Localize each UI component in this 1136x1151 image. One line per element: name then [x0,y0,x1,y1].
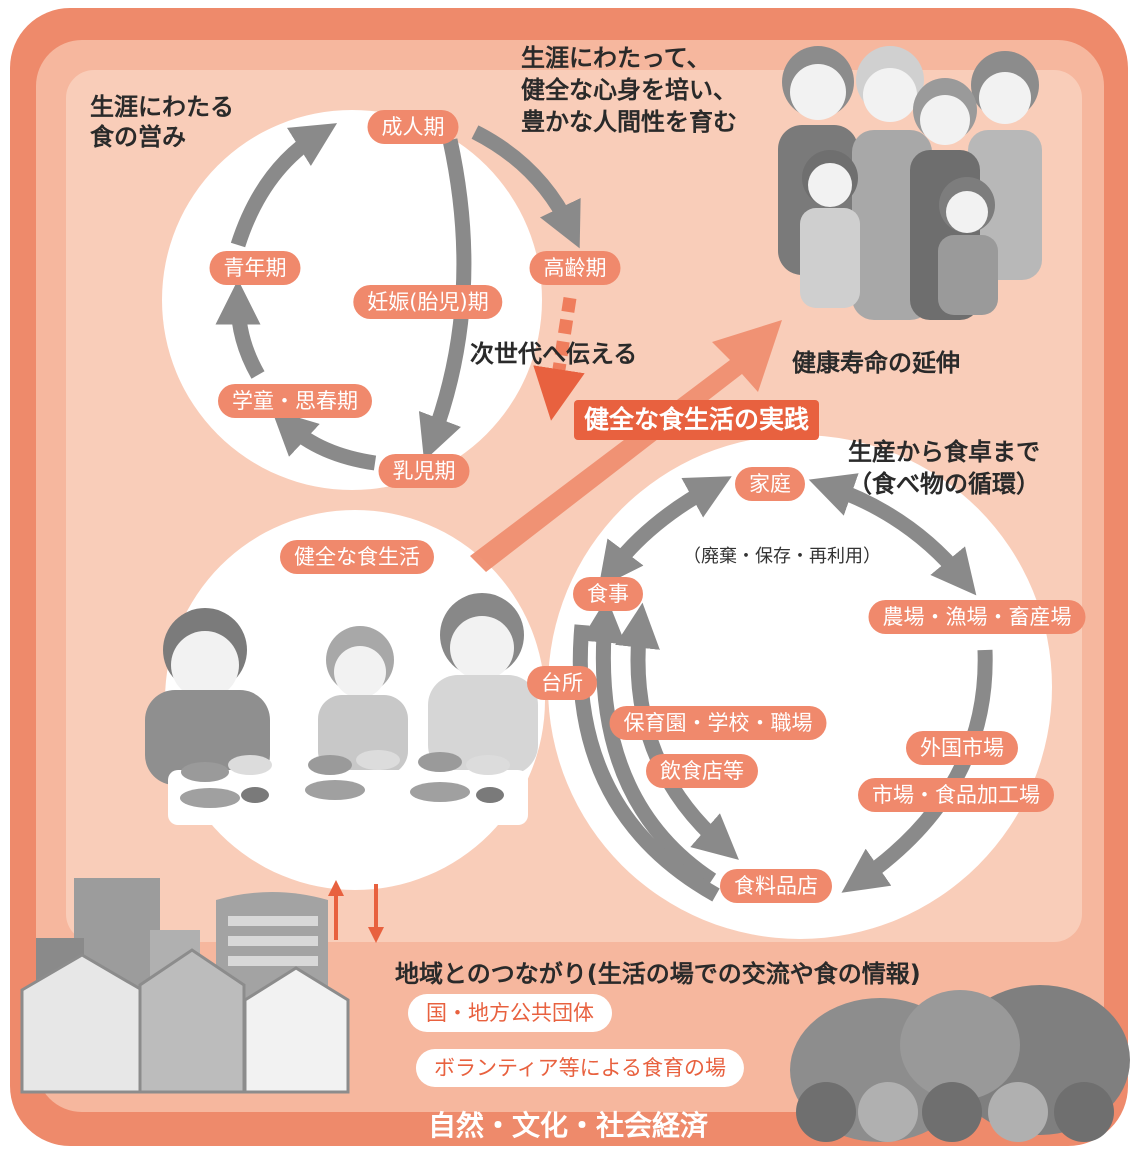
healthy-diet-label: 健全な食生活 [280,540,434,574]
stage-school-age: 学童・思春期 [218,384,372,418]
family-illustration [778,46,1042,320]
goal-text-line: 豊かな人間性を育む [521,108,737,136]
longevity-label: 健康寿命の延伸 [792,349,960,377]
stage-elderly: 高齢期 [529,251,621,285]
goal-text: 生涯にわたって、 健全な心身を培い、 豊かな人間性を育む [521,42,737,138]
community-volunteer: ボランティア等による食育の場 [415,1049,745,1087]
community-government: 国・地方公共団体 [408,994,612,1032]
pass-on-label: 次世代へ伝える [470,340,638,368]
trees-illustration [790,985,1130,1142]
node-grocery: 食料品店 [720,869,832,903]
life-cycle-heading-line: 生涯にわたる [90,93,234,121]
stage-adult: 成人期 [367,110,459,144]
node-home: 家庭 [735,467,805,501]
stage-infant: 乳児期 [378,454,470,488]
life-cycle-heading: 生涯にわたる 食の営み [90,92,234,152]
food-cycle-heading-line: 生産から食卓まで [848,438,1040,466]
node-meal: 食事 [573,577,643,611]
stage-youth: 青年期 [209,251,301,285]
pass-on-arrow [533,297,585,421]
practice-banner: 健全な食生活の実践 [574,400,820,440]
node-kitchen: 台所 [527,666,597,700]
community-heading: 地域とのつながり(生活の場での交流や食の情報) [395,960,921,988]
waste-note: （廃棄・保存・再利用） [683,546,881,567]
footer-label: 自然・文化・社会経済 [427,1109,708,1142]
food-cycle-heading-line: （食べ物の循環） [848,470,1040,498]
town-illustration [20,878,350,1094]
goal-text-line: 健全な心身を培い、 [521,76,737,104]
practice-arrow [470,320,782,572]
food-cycle-heading: 生産から食卓まで （食べ物の循環） [848,436,1040,500]
node-market-processing: 市場・食品加工場 [858,778,1054,812]
dining-illustration [145,593,538,825]
node-restaurants: 飲食店等 [646,754,758,788]
life-cycle-heading-line: 食の営み [90,123,186,151]
node-farm: 農場・漁場・畜産場 [868,600,1086,634]
stage-pregnancy: 妊娠(胎児)期 [353,285,503,319]
node-foreign-market: 外国市場 [906,731,1018,765]
community-arrows [328,880,384,943]
goal-text-line: 生涯にわたって、 [521,44,711,72]
node-institutions: 保育園・学校・職場 [609,706,827,740]
